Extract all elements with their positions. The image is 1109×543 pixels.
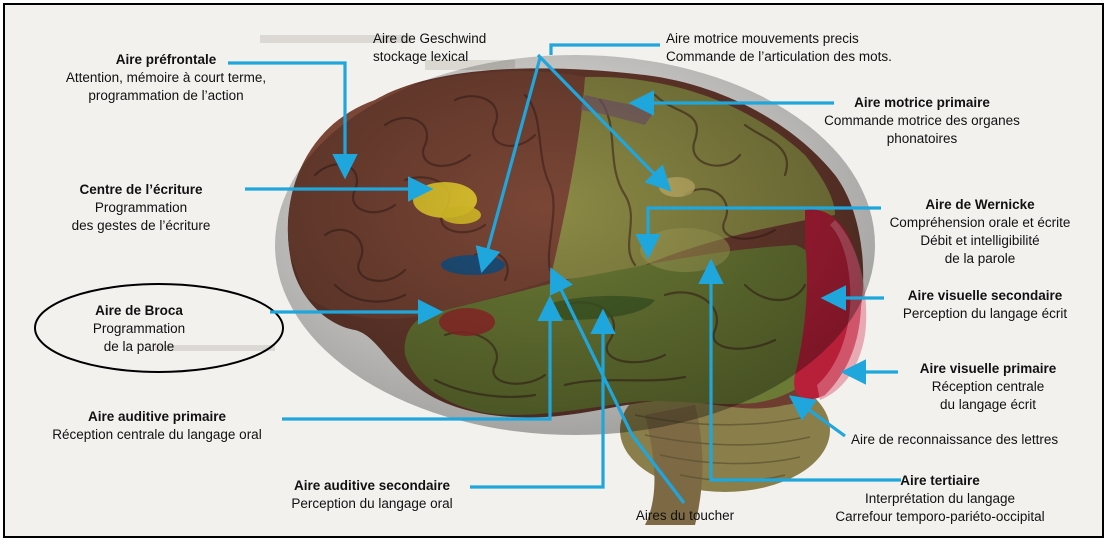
label-motrice-primaire: Aire motrice primaire Commande motrice d… bbox=[817, 94, 1027, 148]
label-motrice-precis-line-1: Aire motrice mouvements precis bbox=[666, 30, 892, 48]
label-auditive-primaire-desc: Réception centrale du langage oral bbox=[29, 426, 285, 444]
label-visuelle-primaire-desc-1: Réception centrale bbox=[895, 378, 1081, 396]
label-auditive-secondaire-desc: Perception du langage oral bbox=[267, 495, 477, 513]
label-broca-desc-1: Programmation bbox=[49, 320, 229, 338]
label-geschwind-line-1: Aire de Geschwind bbox=[373, 30, 486, 48]
label-lettres: Aire de reconnaissance des lettres bbox=[851, 431, 1058, 449]
label-broca: Aire de Broca Programmation de la parole bbox=[49, 302, 229, 356]
label-geschwind: Aire de Geschwind stockage lexical bbox=[373, 30, 486, 66]
diagram-frame: Aire préfrontale Attention, mémoire à co… bbox=[3, 3, 1104, 538]
label-geschwind-line-2: stockage lexical bbox=[373, 48, 486, 66]
label-toucher: Aires du toucher bbox=[615, 507, 755, 525]
label-wernicke-desc-3: de la parole bbox=[867, 250, 1093, 268]
label-prefrontal: Aire préfrontale Attention, mémoire à co… bbox=[33, 51, 299, 105]
label-ecriture: Centre de l’écriture Programmation des g… bbox=[31, 181, 251, 235]
label-broca-title: Aire de Broca bbox=[49, 302, 229, 320]
label-tertiaire-desc-1: Interprétation du langage bbox=[817, 490, 1063, 508]
label-visuelle-primaire-desc-2: du langage écrit bbox=[895, 396, 1081, 414]
label-wernicke-desc-2: Débit et intelligibilité bbox=[867, 232, 1093, 250]
label-motrice-primaire-desc-2: phonatoires bbox=[817, 130, 1027, 148]
label-visuelle-secondaire-desc: Perception du langage écrit bbox=[873, 305, 1097, 323]
brain-shading bbox=[275, 55, 875, 435]
label-wernicke-title: Aire de Wernicke bbox=[867, 196, 1093, 214]
label-visuelle-primaire-title: Aire visuelle primaire bbox=[895, 360, 1081, 378]
label-ecriture-title: Centre de l’écriture bbox=[31, 181, 251, 199]
label-visuelle-secondaire: Aire visuelle secondaire Perception du l… bbox=[873, 287, 1097, 323]
label-motrice-primaire-desc-1: Commande motrice des organes bbox=[817, 112, 1027, 130]
label-motrice-precis-line-2: Commande de l’articulation des mots. bbox=[666, 48, 892, 66]
arrow-motrice-precis-1 bbox=[551, 45, 660, 55]
label-tertiaire: Aire tertiaire Interprétation du langage… bbox=[817, 472, 1063, 526]
label-motrice-primaire-title: Aire motrice primaire bbox=[817, 94, 1027, 112]
label-tertiaire-desc-2: Carrefour temporo-pariéto-occipital bbox=[817, 508, 1063, 526]
label-wernicke: Aire de Wernicke Compréhension orale et … bbox=[867, 196, 1093, 268]
label-tertiaire-title: Aire tertiaire bbox=[817, 472, 1063, 490]
label-auditive-secondaire: Aire auditive secondaire Perception du l… bbox=[267, 477, 477, 513]
label-wernicke-desc-1: Compréhension orale et écrite bbox=[867, 214, 1093, 232]
label-prefrontal-title: Aire préfrontale bbox=[33, 51, 299, 69]
label-broca-desc-2: de la parole bbox=[49, 338, 229, 356]
label-auditive-primaire-title: Aire auditive primaire bbox=[29, 408, 285, 426]
label-auditive-primaire: Aire auditive primaire Réception central… bbox=[29, 408, 285, 444]
label-visuelle-primaire: Aire visuelle primaire Réception central… bbox=[895, 360, 1081, 414]
label-ecriture-desc-2: des gestes de l’écriture bbox=[31, 217, 251, 235]
label-prefrontal-desc-1: Attention, mémoire à court terme, bbox=[33, 69, 299, 87]
label-toucher-text: Aires du toucher bbox=[615, 507, 755, 525]
label-auditive-secondaire-title: Aire auditive secondaire bbox=[267, 477, 477, 495]
label-visuelle-secondaire-title: Aire visuelle secondaire bbox=[873, 287, 1097, 305]
label-ecriture-desc-1: Programmation bbox=[31, 199, 251, 217]
label-motrice-precis: Aire motrice mouvements precis Commande … bbox=[666, 30, 892, 66]
label-prefrontal-desc-2: programmation de l’action bbox=[33, 87, 299, 105]
label-lettres-text: Aire de reconnaissance des lettres bbox=[851, 431, 1058, 449]
